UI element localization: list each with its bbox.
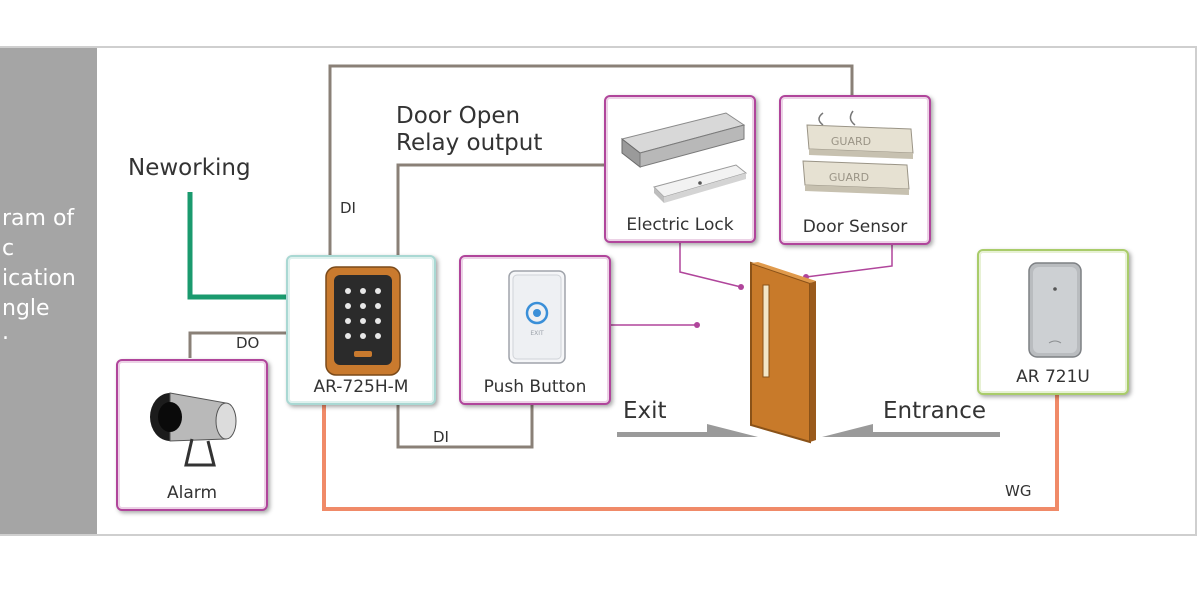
- link-dot-lock: [738, 284, 744, 290]
- wire-di-button: [396, 403, 534, 449]
- push-button-box: EXIT Push Button: [459, 255, 611, 405]
- sensor-brand-text-1: GUARD: [831, 135, 871, 148]
- exit-label: Exit: [623, 398, 667, 424]
- side-title-line-1: ram of: [2, 206, 75, 231]
- wg-label: WG: [1005, 482, 1032, 500]
- networking-label: Neworking: [128, 155, 251, 181]
- wire-relay-output: [396, 163, 605, 255]
- reader-label: AR 721U: [1016, 367, 1090, 387]
- controller-label: AR-725H-M: [313, 377, 409, 397]
- electric-lock-label: Electric Lock: [626, 215, 734, 235]
- link-dot-button: [694, 322, 700, 328]
- side-title-line-2: c: [2, 236, 15, 261]
- electric-lock-box: Electric Lock: [604, 95, 756, 243]
- do-label: DO: [236, 334, 260, 352]
- relay-output-label: Relay output: [396, 130, 543, 156]
- di-top-label: DI: [340, 199, 356, 217]
- door-sensor-label: Door Sensor: [802, 217, 908, 237]
- wire-networking: [187, 192, 288, 300]
- keypad-controller-icon: [325, 266, 401, 376]
- sensor-brand-text-2: GUARD: [829, 171, 869, 184]
- wire-di-sensor: [328, 64, 854, 255]
- exit-button-text: EXIT: [530, 330, 544, 337]
- side-title-line-5: .: [2, 320, 9, 345]
- exit-arrow-icon: [617, 424, 758, 437]
- side-title-line-3: ication: [2, 266, 76, 291]
- door-sensor-box: GUARD GUARD Door Sensor: [779, 95, 931, 245]
- entrance-arrow-icon: [822, 424, 1000, 437]
- di-bottom-label: DI: [433, 428, 449, 446]
- reader-box: AR 721U: [977, 249, 1129, 395]
- push-button-label: Push Button: [483, 377, 587, 397]
- door-open-label: Door Open: [396, 103, 521, 129]
- entrance-label: Entrance: [883, 398, 987, 424]
- door-icon: [750, 261, 816, 444]
- magnetic-lock-icon: [620, 112, 748, 203]
- siren-icon: [150, 392, 237, 467]
- link-sensor-door: [805, 245, 893, 278]
- wire-wiegand: [322, 393, 1059, 511]
- controller-box: AR-725H-M: [286, 255, 436, 405]
- exit-button-icon: EXIT: [508, 270, 566, 364]
- alarm-box: Alarm: [116, 359, 268, 511]
- side-panel: ram of c ication ngle .: [0, 48, 97, 534]
- door-sensor-icon: GUARD GUARD: [802, 110, 914, 195]
- card-reader-icon: [1028, 262, 1082, 358]
- link-lock-door: [679, 243, 742, 288]
- wire-do: [188, 331, 288, 358]
- side-title-line-4: ngle: [2, 296, 50, 321]
- alarm-label: Alarm: [166, 483, 218, 503]
